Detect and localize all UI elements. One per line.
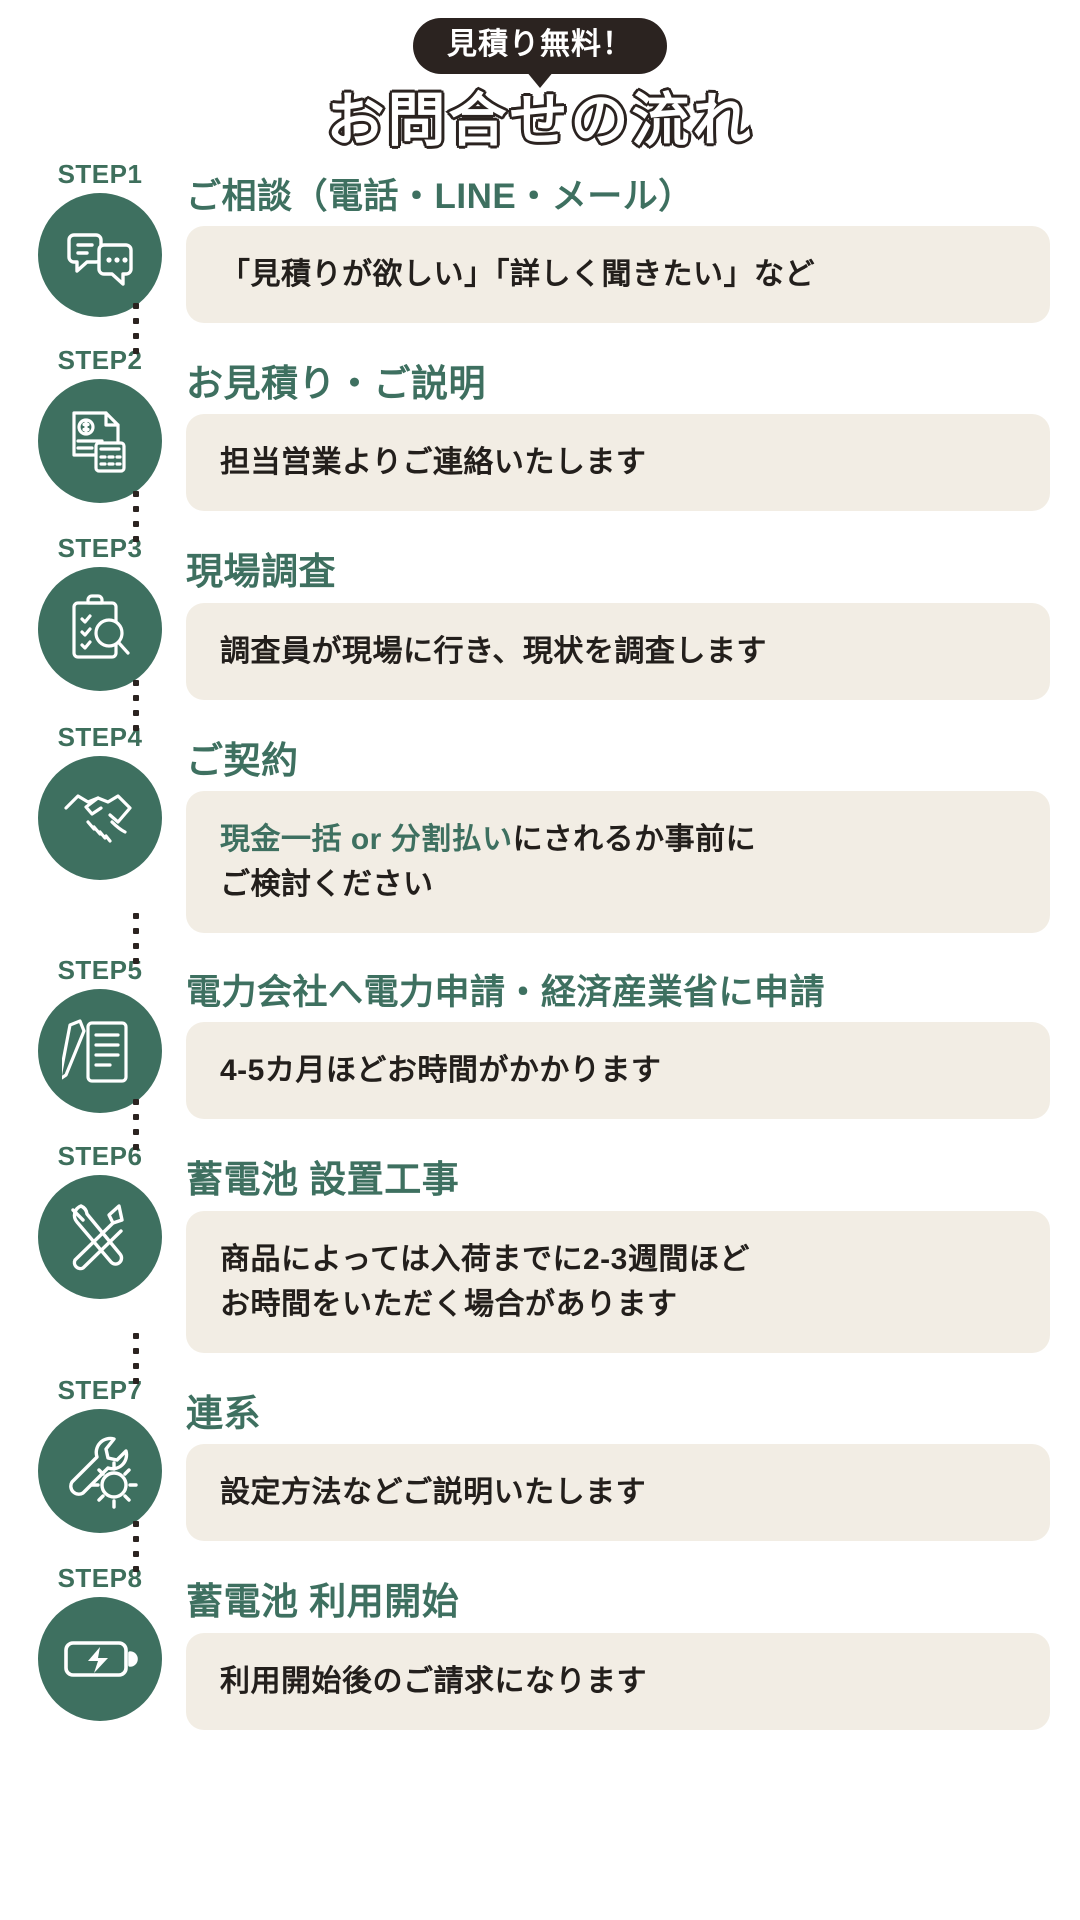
- description-text: 「見積りが欲しい」「詳しく聞きたい」など: [220, 257, 815, 291]
- document-pen-icon: [62, 1013, 138, 1089]
- step-title: 蓄電池 設置工事: [186, 1159, 460, 1201]
- step-icon-circle: [38, 192, 162, 317]
- step-description-line: 調査員が現場に行き、現状を調査します: [220, 629, 1016, 674]
- step-connector-dots-icon: [133, 679, 139, 731]
- step-rail: STEP4: [36, 679, 164, 880]
- step-description-panel: 設定方法などご説明いたします: [186, 1444, 1050, 1542]
- step-connector-dots-icon: [133, 491, 139, 543]
- step-description-panel: 「見積りが欲しい」「詳しく聞きたい」など: [186, 225, 1050, 323]
- step-content: ご契約現金一括 or 分割払いにされるか事前にご検討ください: [164, 724, 1080, 934]
- step-connector-dots-icon: [133, 1332, 139, 1384]
- step-content: 現場調査調査員が現場に行き、現状を調査します: [164, 535, 1080, 700]
- description-text: 調査員が現場に行き、現状を調査します: [220, 634, 767, 668]
- step-title: お見積り・ご説明: [186, 362, 486, 404]
- step-item: STEP3 現場調査調査員が現場に行き、現状を調査します: [0, 491, 1080, 700]
- step-item: STEP4 ご契約現金一括 or 分割払いにされるか事前にご検討ください: [0, 679, 1080, 934]
- highlighted-text: 現金一括 or 分割払い: [220, 823, 513, 857]
- step-number-label: STEP7: [57, 1374, 143, 1405]
- step-icon-circle: [38, 567, 162, 692]
- handshake-icon: [60, 778, 140, 858]
- step-description-panel: 現金一括 or 分割払いにされるか事前にご検討ください: [186, 791, 1050, 934]
- chat-bubbles-icon: [62, 217, 138, 293]
- free-quote-badge-label: 見積り無料！: [413, 18, 667, 74]
- step-rail: STEP7: [36, 1332, 164, 1533]
- step-item: STEP5 電力会社へ電力申請・経済産業省に申請 4-5カ月ほどお時間がかかります: [0, 913, 1080, 1120]
- description-text: 商品によっては入荷までに2-3週間ほど: [220, 1242, 750, 1276]
- page-header: 見積り無料！ お問合せの流れ: [0, 0, 1080, 155]
- invoice-calculator-icon: [62, 403, 138, 479]
- step-description-line: 4-5カ月ほどお時間がかかります: [220, 1048, 1016, 1093]
- step-item: STEP6 蓄電池 設置工事商品によっては入荷までに2-3週間ほどお時間をいただ…: [0, 1099, 1080, 1353]
- step-title: ご契約: [186, 739, 299, 781]
- step-item: STEP8 蓄電池 利用開始利用開始後のご請求になります: [0, 1521, 1080, 1730]
- free-quote-badge: 見積り無料！: [413, 18, 667, 88]
- step-content: 連系設定方法などご説明いたします: [164, 1377, 1080, 1542]
- step-description-line: 「見積りが欲しい」「詳しく聞きたい」など: [220, 252, 1016, 297]
- step-description-line: お時間をいただく場合があります: [220, 1282, 1016, 1327]
- step-description-line: ご検討ください: [220, 862, 1016, 907]
- step-connector-dots-icon: [133, 913, 139, 965]
- step-item: STEP2 お見積り・ご説明担当営業よりご連絡いたします: [0, 302, 1080, 512]
- step-title: 蓄電池 利用開始: [186, 1581, 460, 1623]
- description-text: 担当営業よりご連絡いたします: [220, 446, 647, 480]
- step-description-panel: 利用開始後のご請求になります: [186, 1632, 1050, 1730]
- steps-list: STEP1 ご相談（電話・LINE・メール） 「見積りが欲しい」「詳しく聞きたい」…: [0, 155, 1080, 1730]
- step-rail: STEP6: [36, 1099, 164, 1300]
- step-title: 連系: [186, 1392, 261, 1434]
- wrench-gear-icon: [62, 1433, 138, 1509]
- step-content: 蓄電池 利用開始利用開始後のご請求になります: [164, 1565, 1080, 1730]
- step-rail: STEP2: [36, 302, 164, 503]
- clipboard-magnifier-icon: [62, 591, 138, 667]
- hammer-wrench-icon: [61, 1198, 139, 1276]
- step-number-label: STEP4: [57, 721, 143, 752]
- step-content: お見積り・ご説明担当営業よりご連絡いたします: [164, 347, 1080, 512]
- step-icon-circle: [38, 989, 162, 1114]
- step-rail: STEP1: [36, 161, 164, 317]
- badge-pointer-icon: [526, 71, 554, 88]
- step-title: 現場調査: [186, 551, 336, 593]
- battery-bolt-icon: [60, 1619, 140, 1699]
- step-description-panel: 担当営業よりご連絡いたします: [186, 414, 1050, 512]
- step-description-panel: 商品によっては入荷までに2-3週間ほどお時間をいただく場合があります: [186, 1210, 1050, 1353]
- step-icon-circle: [38, 755, 162, 880]
- step-number-label: STEP3: [57, 533, 143, 564]
- description-text: 設定方法などご説明いたします: [220, 1476, 647, 1510]
- step-content: ご相談（電話・LINE・メール） 「見積りが欲しい」「詳しく聞きたい」など: [164, 161, 1080, 323]
- step-icon-circle: [38, 1408, 162, 1533]
- step-connector-dots-icon: [133, 1099, 139, 1151]
- step-connector-dots-icon: [133, 302, 139, 354]
- step-title: 電力会社へ電力申請・経済産業省に申請: [186, 973, 826, 1013]
- step-connector-dots-icon: [133, 1521, 139, 1573]
- step-icon-circle: [38, 1175, 162, 1300]
- step-description-panel: 調査員が現場に行き、現状を調査します: [186, 602, 1050, 700]
- step-content: 電力会社へ電力申請・経済産業省に申請 4-5カ月ほどお時間がかかります: [164, 957, 1080, 1120]
- step-content: 蓄電池 設置工事商品によっては入荷までに2-3週間ほどお時間をいただく場合があり…: [164, 1143, 1080, 1353]
- description-text: 利用開始後のご請求になります: [220, 1664, 647, 1698]
- step-description-line: 現金一括 or 分割払いにされるか事前に: [220, 817, 1016, 862]
- step-icon-circle: [38, 378, 162, 503]
- step-number-label: STEP6: [57, 1141, 143, 1172]
- page-title: お問合せの流れ: [324, 86, 754, 155]
- step-item: STEP7 連系設定方法などご説明いたします: [0, 1332, 1080, 1542]
- step-rail: STEP5: [36, 913, 164, 1114]
- step-item: STEP1 ご相談（電話・LINE・メール） 「見積りが欲しい」「詳しく聞きたい」…: [0, 161, 1080, 323]
- step-number-label: STEP5: [57, 955, 143, 986]
- step-description-line: 設定方法などご説明いたします: [220, 1470, 1016, 1515]
- step-number-label: STEP8: [57, 1563, 143, 1594]
- step-description-line: 利用開始後のご請求になります: [220, 1659, 1016, 1704]
- step-title: ご相談（電話・LINE・メール）: [186, 176, 694, 216]
- step-number-label: STEP1: [57, 158, 143, 189]
- description-text: ご検討ください: [220, 868, 434, 902]
- step-description-panel: 4-5カ月ほどお時間がかかります: [186, 1022, 1050, 1120]
- description-text: お時間をいただく場合があります: [220, 1287, 678, 1321]
- step-number-label: STEP2: [57, 344, 143, 375]
- step-description-line: 商品によっては入荷までに2-3週間ほど: [220, 1237, 1016, 1282]
- step-rail: STEP3: [36, 491, 164, 692]
- description-text: にされるか事前に: [512, 823, 757, 857]
- step-icon-circle: [38, 1597, 162, 1722]
- step-rail: STEP8: [36, 1521, 164, 1722]
- step-description-line: 担当営業よりご連絡いたします: [220, 440, 1016, 485]
- description-text: 4-5カ月ほどお時間がかかります: [220, 1054, 662, 1088]
